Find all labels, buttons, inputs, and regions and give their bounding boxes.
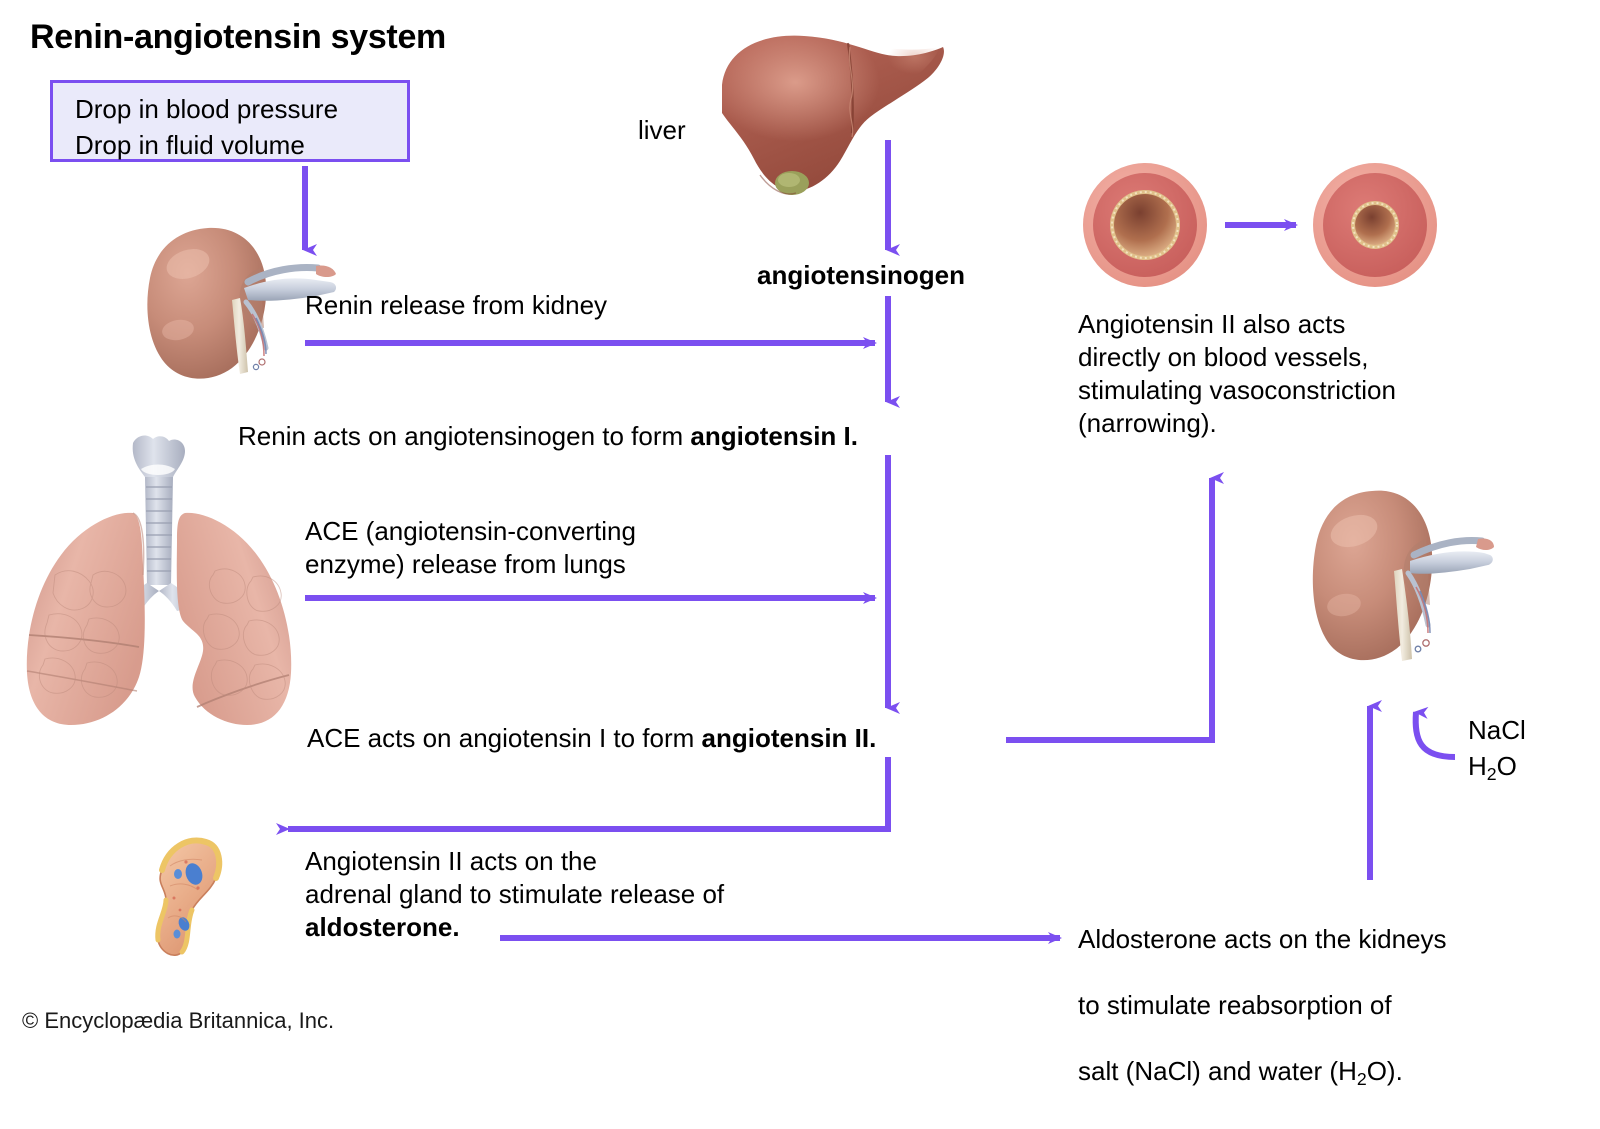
- label-nacl-h2o: NaCl H2O: [1468, 712, 1526, 792]
- arrow-nacl-h2o-to-kidney: [1412, 706, 1456, 760]
- blood-vessel-cross-section-constricted: [1310, 160, 1440, 290]
- step-vasoconstriction: Angiotensin II also acts directly on blo…: [1078, 309, 1396, 438]
- aldosterone-line-1: Aldosterone acts on the kidneys: [1078, 924, 1447, 954]
- trigger-line-fluid-volume: Drop in fluid volume: [75, 130, 305, 160]
- step-renin-acts-plain: Renin acts on angiotensinogen to form: [238, 421, 691, 451]
- label-angiotensinogen: angiotensinogen: [757, 260, 965, 290]
- step-ace-release: ACE (angiotensin-converting enzyme) rele…: [305, 516, 636, 579]
- step-aldosterone-kidneys: Aldosterone acts on the kidneys to stimu…: [1078, 890, 1447, 1129]
- liver-label: liver: [638, 115, 686, 145]
- copyright-notice: © Encyclopædia Britannica, Inc.: [22, 1008, 335, 1033]
- aldosterone-line-3: salt (NaCl) and water (H2O).: [1078, 1056, 1403, 1089]
- diagram-canvas: Renin-angiotensin system Drop in blood p…: [5, 18, 1526, 1089]
- step-ace-acts-plain: ACE acts on angiotensin I to form: [307, 723, 702, 753]
- step-renin-acts-bold: angiotensin I.: [690, 421, 858, 451]
- blood-vessel-cross-section-dilated: [1080, 160, 1210, 290]
- step-ace-acts-bold: angiotensin II.: [701, 723, 877, 753]
- step-adrenal-aldosterone: Angiotensin II acts on the adrenal gland…: [305, 845, 724, 944]
- trigger-box: Drop in blood pressure Drop in fluid vol…: [50, 80, 410, 162]
- label-h2o: H2O: [1468, 751, 1517, 784]
- step-ace-acts-on-angiotensin-i: ACE acts on angiotensin I to form angiot…: [307, 723, 876, 754]
- aldosterone-line-2: to stimulate reabsorption of: [1078, 990, 1392, 1020]
- step-renin-acts-on-angiotensinogen: Renin acts on angiotensinogen to form an…: [238, 421, 858, 452]
- liver-illustration: [700, 25, 950, 210]
- label-nacl: NaCl: [1468, 715, 1526, 745]
- arrow-angiotensin-ii-to-adrenal: [276, 757, 891, 835]
- step-adrenal-bold: aldosterone.: [305, 912, 460, 942]
- lungs-illustration: [5, 425, 315, 735]
- kidney-illustration-right: [1310, 483, 1495, 698]
- kidney-illustration-left: [140, 222, 350, 392]
- step-adrenal-plain: Angiotensin II acts on the adrenal gland…: [305, 846, 725, 909]
- arrow-angiotensin-ii-to-vessels: [1006, 472, 1224, 743]
- step-renin-release: Renin release from kidney: [305, 290, 608, 320]
- adrenal-gland-illustration: [132, 832, 277, 962]
- page-title: Renin-angiotensin system: [30, 18, 446, 56]
- trigger-line-blood-pressure: Drop in blood pressure: [75, 94, 339, 124]
